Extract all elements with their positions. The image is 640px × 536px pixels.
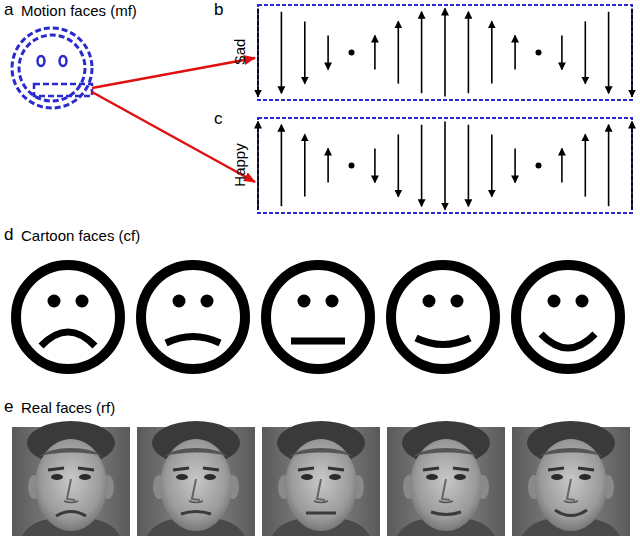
velocity-arrows: [258, 122, 632, 210]
velocity-arrow: [304, 21, 306, 83]
eye: [201, 295, 214, 308]
cartoon-eyes: [48, 295, 589, 308]
velocity-arrow: [257, 122, 259, 210]
eye: [48, 295, 61, 308]
panel-title: Cartoon faces (cf): [21, 228, 140, 245]
mouth: [416, 338, 470, 345]
velocity-arrow: [584, 21, 586, 83]
velocity-arrow: [631, 9, 633, 97]
velocity-arrow: [561, 149, 563, 183]
face-outline: [12, 28, 92, 108]
panel-title: Real faces (rf): [21, 400, 115, 417]
cartoon-faces: [16, 265, 620, 369]
velocity-arrow: [327, 36, 329, 70]
velocity-arrow: [561, 36, 563, 70]
velocity-arrow: [631, 122, 633, 210]
eye: [76, 295, 89, 308]
eye: [60, 56, 67, 66]
cartoon-mouths: [41, 332, 595, 348]
velocity-arrow: [421, 125, 423, 206]
velocity-arrow: [397, 21, 399, 83]
panel-letter: b: [214, 1, 223, 20]
panel-letter: d: [4, 226, 13, 245]
eye: [326, 295, 339, 308]
mouth-box: [258, 5, 632, 100]
eye: [451, 295, 464, 308]
mouth: [41, 332, 95, 346]
face-photo: [387, 421, 505, 536]
velocity-arrow: [491, 134, 493, 196]
velocity-arrow: [444, 122, 446, 210]
velocity-arrow: [444, 9, 446, 97]
velocity-arrow: [374, 36, 376, 70]
panel-title: Motion faces (mf): [21, 3, 137, 20]
eye: [548, 295, 561, 308]
face-photo: [137, 421, 255, 536]
cartoon-face: [516, 265, 620, 369]
face-photo: [12, 421, 130, 536]
velocity-arrow: [397, 134, 399, 196]
face-photo: [512, 421, 630, 536]
mouth: [541, 334, 595, 348]
velocity-arrow: [327, 149, 329, 183]
cartoon-face: [16, 265, 120, 369]
mouth-box: [258, 118, 632, 213]
velocity-arrow: [281, 12, 283, 93]
velocity-arrow: [374, 149, 376, 183]
mouth: [166, 337, 220, 344]
velocity-arrow: [281, 125, 283, 206]
velocity-arrow: [608, 12, 610, 93]
face-outline: [19, 35, 85, 101]
noise-field: [10, 26, 93, 111]
velocity-arrows: [258, 9, 632, 97]
velocity-arrow: [514, 36, 516, 70]
zero-velocity-dot: [349, 50, 355, 56]
velocity-arrow: [468, 12, 470, 93]
velocity-arrow: [491, 21, 493, 83]
velocity-arrow: [608, 125, 610, 206]
mouth: [291, 338, 345, 345]
velocity-arrow: [257, 9, 259, 97]
velocity-arrow: [468, 125, 470, 206]
eye: [576, 295, 589, 308]
velocity-arrow: [304, 134, 306, 196]
eye: [298, 295, 311, 308]
panel-letter: a: [4, 1, 13, 20]
zoom-arrow: [92, 92, 255, 182]
eye: [38, 56, 45, 66]
velocity-arrow: [421, 12, 423, 93]
velocity-arrow: [584, 134, 586, 196]
eye: [173, 295, 186, 308]
zoom-arrow: [92, 58, 255, 88]
mouth-region: [34, 84, 92, 96]
zero-velocity-dot: [349, 163, 355, 169]
panel-letter: c: [214, 110, 223, 129]
panel-letter: e: [4, 398, 13, 417]
cartoon-face: [141, 265, 245, 369]
condition-label: Sad: [232, 39, 249, 66]
velocity-arrow: [514, 149, 516, 183]
eye: [423, 295, 436, 308]
cartoon-face: [266, 265, 370, 369]
zero-velocity-dot: [536, 163, 542, 169]
condition-label: Happy: [232, 143, 249, 186]
zero-velocity-dot: [536, 50, 542, 56]
face-photo: [262, 421, 380, 536]
cartoon-face: [391, 265, 495, 369]
